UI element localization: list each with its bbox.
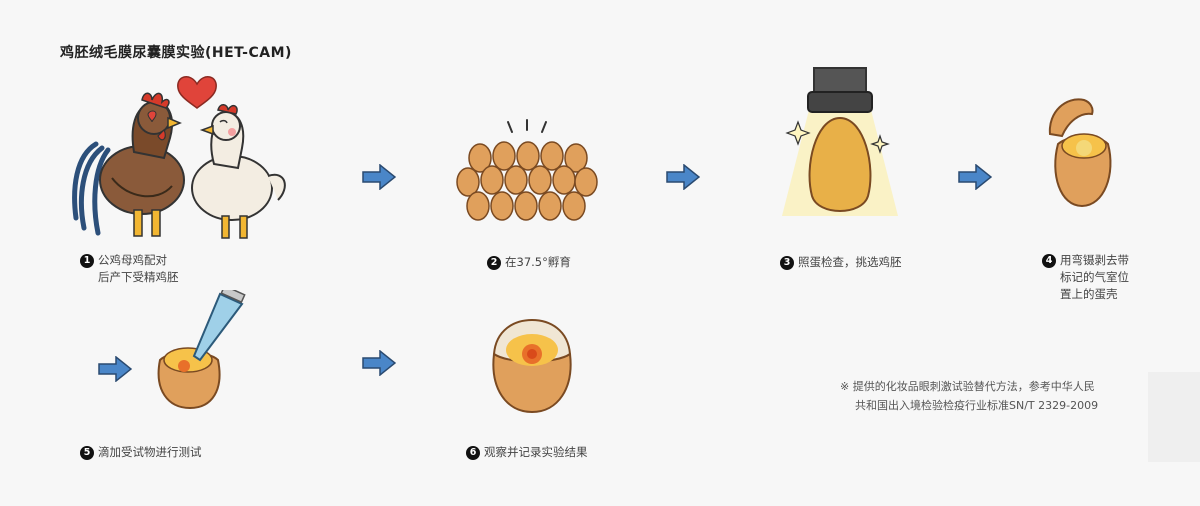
step-3-caption: 3 照蛋检查，挑选鸡胚 bbox=[780, 254, 902, 271]
step-number-badge: 4 bbox=[1042, 254, 1056, 268]
candling-lamp-illustration bbox=[782, 67, 898, 216]
eggs-incubation-illustration bbox=[456, 119, 598, 221]
step-1-caption: 1 公鸡母鸡配对 后产下受精鸡胚 bbox=[80, 252, 179, 286]
opened-egg-result-illustration bbox=[492, 318, 572, 414]
chickens-illustration bbox=[72, 76, 286, 239]
step-4-caption: 4 用弯镊剥去带 标记的气室位 置上的蛋壳 bbox=[1042, 252, 1129, 303]
step-text: 滴加受试物进行测试 bbox=[98, 445, 202, 459]
side-panel-edge bbox=[1148, 372, 1200, 462]
reference-note: ※ 提供的化妆品眼刺激试验替代方法，参考中华人民 共和国出入境检验检疫行业标准S… bbox=[840, 377, 1098, 415]
sparkle-icon bbox=[785, 120, 811, 146]
step-text: 观察并记录实验结果 bbox=[484, 445, 588, 459]
step-text: 公鸡母鸡配对 后产下受精鸡胚 bbox=[98, 253, 179, 284]
step-text: 照蛋检查，挑选鸡胚 bbox=[798, 255, 902, 269]
note-line-2: 共和国出入境检验检疫行业标准SN/T 2329-2009 bbox=[855, 399, 1099, 412]
heart-icon bbox=[177, 76, 217, 109]
step-text: 用弯镊剥去带 标记的气室位 置上的蛋壳 bbox=[1060, 253, 1129, 301]
step-number-badge: 1 bbox=[80, 254, 94, 268]
sparkle-icon-2 bbox=[870, 134, 890, 154]
arrow-right-icon-1 bbox=[362, 164, 396, 190]
step-5-caption: 5 滴加受试物进行测试 bbox=[80, 444, 202, 461]
arrow-right-icon-3 bbox=[958, 164, 992, 190]
arrow-right-icon-4 bbox=[98, 356, 132, 382]
arrow-right-icon-2 bbox=[666, 164, 700, 190]
page-title: 鸡胚绒毛膜尿囊膜实验(HET-CAM) bbox=[60, 45, 292, 61]
pipette-egg-illustration bbox=[157, 290, 246, 410]
cracked-egg-illustration bbox=[1048, 98, 1112, 208]
arrow-right-icon-5 bbox=[362, 350, 396, 376]
step-text: 在37.5°孵育 bbox=[505, 255, 571, 269]
step-number-badge: 6 bbox=[466, 446, 480, 460]
step-2-caption: 2 在37.5°孵育 bbox=[487, 254, 571, 271]
note-line-1: ※ 提供的化妆品眼刺激试验替代方法，参考中华人民 bbox=[840, 380, 1095, 393]
step-number-badge: 3 bbox=[780, 256, 794, 270]
step-number-badge: 5 bbox=[80, 446, 94, 460]
step-6-caption: 6 观察并记录实验结果 bbox=[466, 444, 588, 461]
step-number-badge: 2 bbox=[487, 256, 501, 270]
